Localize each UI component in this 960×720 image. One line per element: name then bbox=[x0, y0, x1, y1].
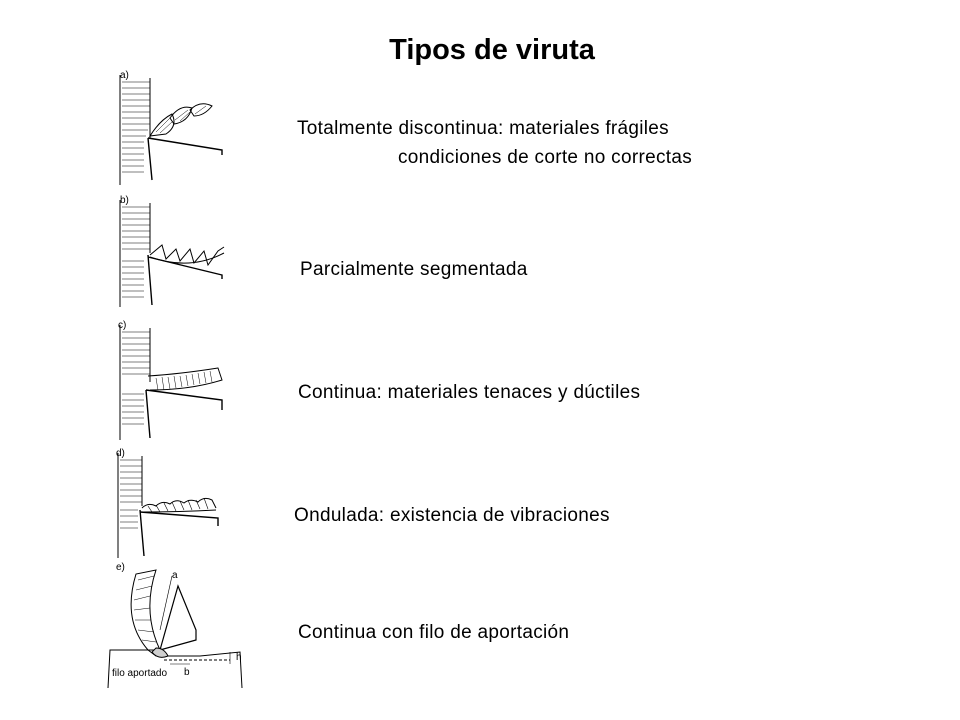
figure-label-c: c) bbox=[118, 320, 127, 331]
chip-diagram-a bbox=[119, 75, 223, 185]
chip-figure-d: d) bbox=[100, 448, 230, 563]
figure-label-a: a) bbox=[120, 70, 129, 81]
chip-figure-e: e) a b h filo aportado bbox=[100, 560, 250, 692]
description-c: Continua: materiales tenaces y dúctiles bbox=[298, 382, 641, 403]
chip-diagram-c bbox=[119, 325, 223, 440]
page-title: Tipos de viruta bbox=[389, 34, 595, 66]
figure-label-b: b) bbox=[120, 195, 129, 206]
chip-diagram-d bbox=[117, 453, 219, 558]
chip-figure-c: c) bbox=[100, 320, 230, 445]
figure-label-d: d) bbox=[116, 448, 125, 459]
annotation-h: h bbox=[236, 652, 242, 663]
chip-figure-a: a) bbox=[100, 70, 230, 190]
chip-diagram-b bbox=[119, 200, 225, 307]
annotation-b: b bbox=[184, 667, 190, 678]
chip-diagram-e bbox=[107, 569, 243, 689]
figure-label-e: e) bbox=[116, 562, 125, 573]
annotation-filo-aportado: filo aportado bbox=[112, 668, 168, 679]
description-b: Parcialmente segmentada bbox=[300, 259, 528, 280]
description-d: Ondulada: existencia de vibraciones bbox=[294, 505, 610, 526]
annotation-a: a bbox=[172, 570, 178, 581]
description-e: Continua con filo de aportación bbox=[298, 622, 570, 643]
description-a-line2: condiciones de corte no correctas bbox=[398, 147, 692, 168]
chip-figure-b: b) bbox=[100, 195, 230, 315]
description-a-line1: Totalmente discontinua: materiales frági… bbox=[297, 118, 669, 139]
